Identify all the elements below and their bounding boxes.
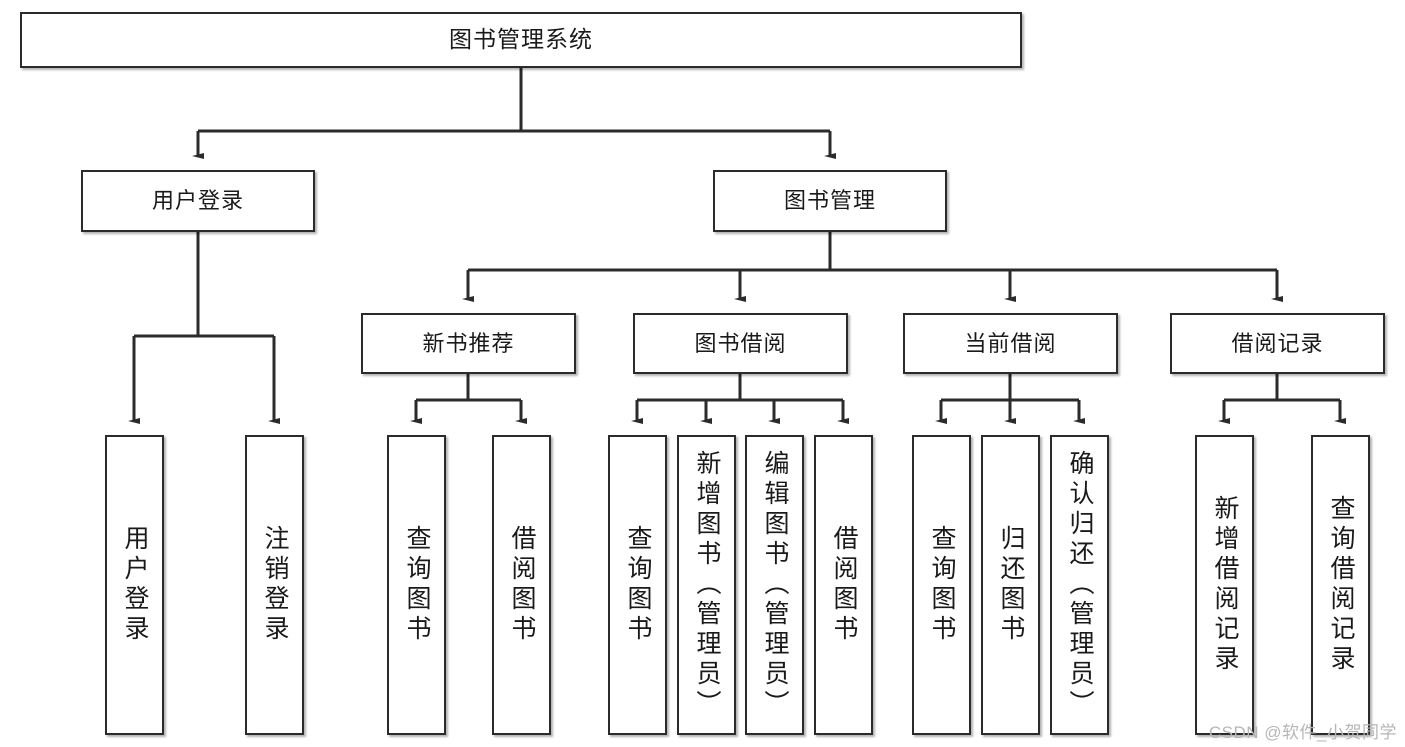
node-leaf-query-book-2[interactable]: 查询图书	[608, 435, 667, 735]
node-leaf-borrow-book-2-label: 借阅图书	[830, 525, 858, 645]
node-leaf-edit-book-label: 编辑图书（管理员）	[761, 450, 789, 720]
node-user-login[interactable]: 用户登录	[81, 170, 315, 232]
node-root[interactable]: 图书管理系统	[20, 12, 1022, 68]
node-leaf-borrow-book-1-label: 借阅图书	[508, 525, 536, 645]
node-leaf-add-book[interactable]: 新增图书（管理员）	[677, 435, 736, 735]
node-leaf-query-book-1[interactable]: 查询图书	[387, 435, 446, 735]
watermark-text: CSDN @软件_小贺同学	[1208, 723, 1397, 742]
node-leaf-query-book-2-label: 查询图书	[624, 525, 652, 645]
node-leaf-query-record[interactable]: 查询借阅记录	[1311, 435, 1370, 735]
node-borrow-record-label: 借阅记录	[1231, 330, 1324, 356]
node-leaf-user-login[interactable]: 用户登录	[105, 435, 164, 735]
node-leaf-add-record[interactable]: 新增借阅记录	[1195, 435, 1254, 735]
node-leaf-logout[interactable]: 注销登录	[245, 435, 304, 735]
node-leaf-query-book-3[interactable]: 查询图书	[912, 435, 971, 735]
node-leaf-borrow-book-2[interactable]: 借阅图书	[814, 435, 873, 735]
node-leaf-edit-book[interactable]: 编辑图书（管理员）	[745, 435, 804, 735]
node-leaf-query-book-3-label: 查询图书	[928, 525, 956, 645]
node-user-login-label: 用户登录	[151, 188, 244, 214]
node-current-borrow[interactable]: 当前借阅	[903, 313, 1118, 374]
node-leaf-logout-label: 注销登录	[261, 525, 289, 645]
node-leaf-add-record-label: 新增借阅记录	[1211, 495, 1239, 675]
node-leaf-query-record-label: 查询借阅记录	[1327, 495, 1355, 675]
node-new-book-recommend-label: 新书推荐	[422, 330, 515, 356]
node-leaf-confirm-return[interactable]: 确认归还（管理员）	[1050, 435, 1109, 735]
node-new-book-recommend[interactable]: 新书推荐	[361, 313, 576, 374]
node-book-borrow[interactable]: 图书借阅	[633, 313, 848, 374]
node-book-management[interactable]: 图书管理	[713, 170, 947, 232]
node-leaf-add-book-label: 新增图书（管理员）	[693, 450, 721, 720]
node-leaf-return-book[interactable]: 归还图书	[981, 435, 1040, 735]
node-borrow-record[interactable]: 借阅记录	[1170, 313, 1385, 374]
node-leaf-query-book-1-label: 查询图书	[403, 525, 431, 645]
node-book-management-label: 图书管理	[783, 188, 876, 214]
node-leaf-user-login-label: 用户登录	[121, 525, 149, 645]
node-current-borrow-label: 当前借阅	[964, 330, 1057, 356]
node-leaf-confirm-return-label: 确认归还（管理员）	[1066, 450, 1094, 720]
node-book-borrow-label: 图书借阅	[694, 330, 787, 356]
node-root-label: 图书管理系统	[449, 26, 593, 53]
node-leaf-borrow-book-1[interactable]: 借阅图书	[492, 435, 551, 735]
node-leaf-return-book-label: 归还图书	[997, 525, 1025, 645]
